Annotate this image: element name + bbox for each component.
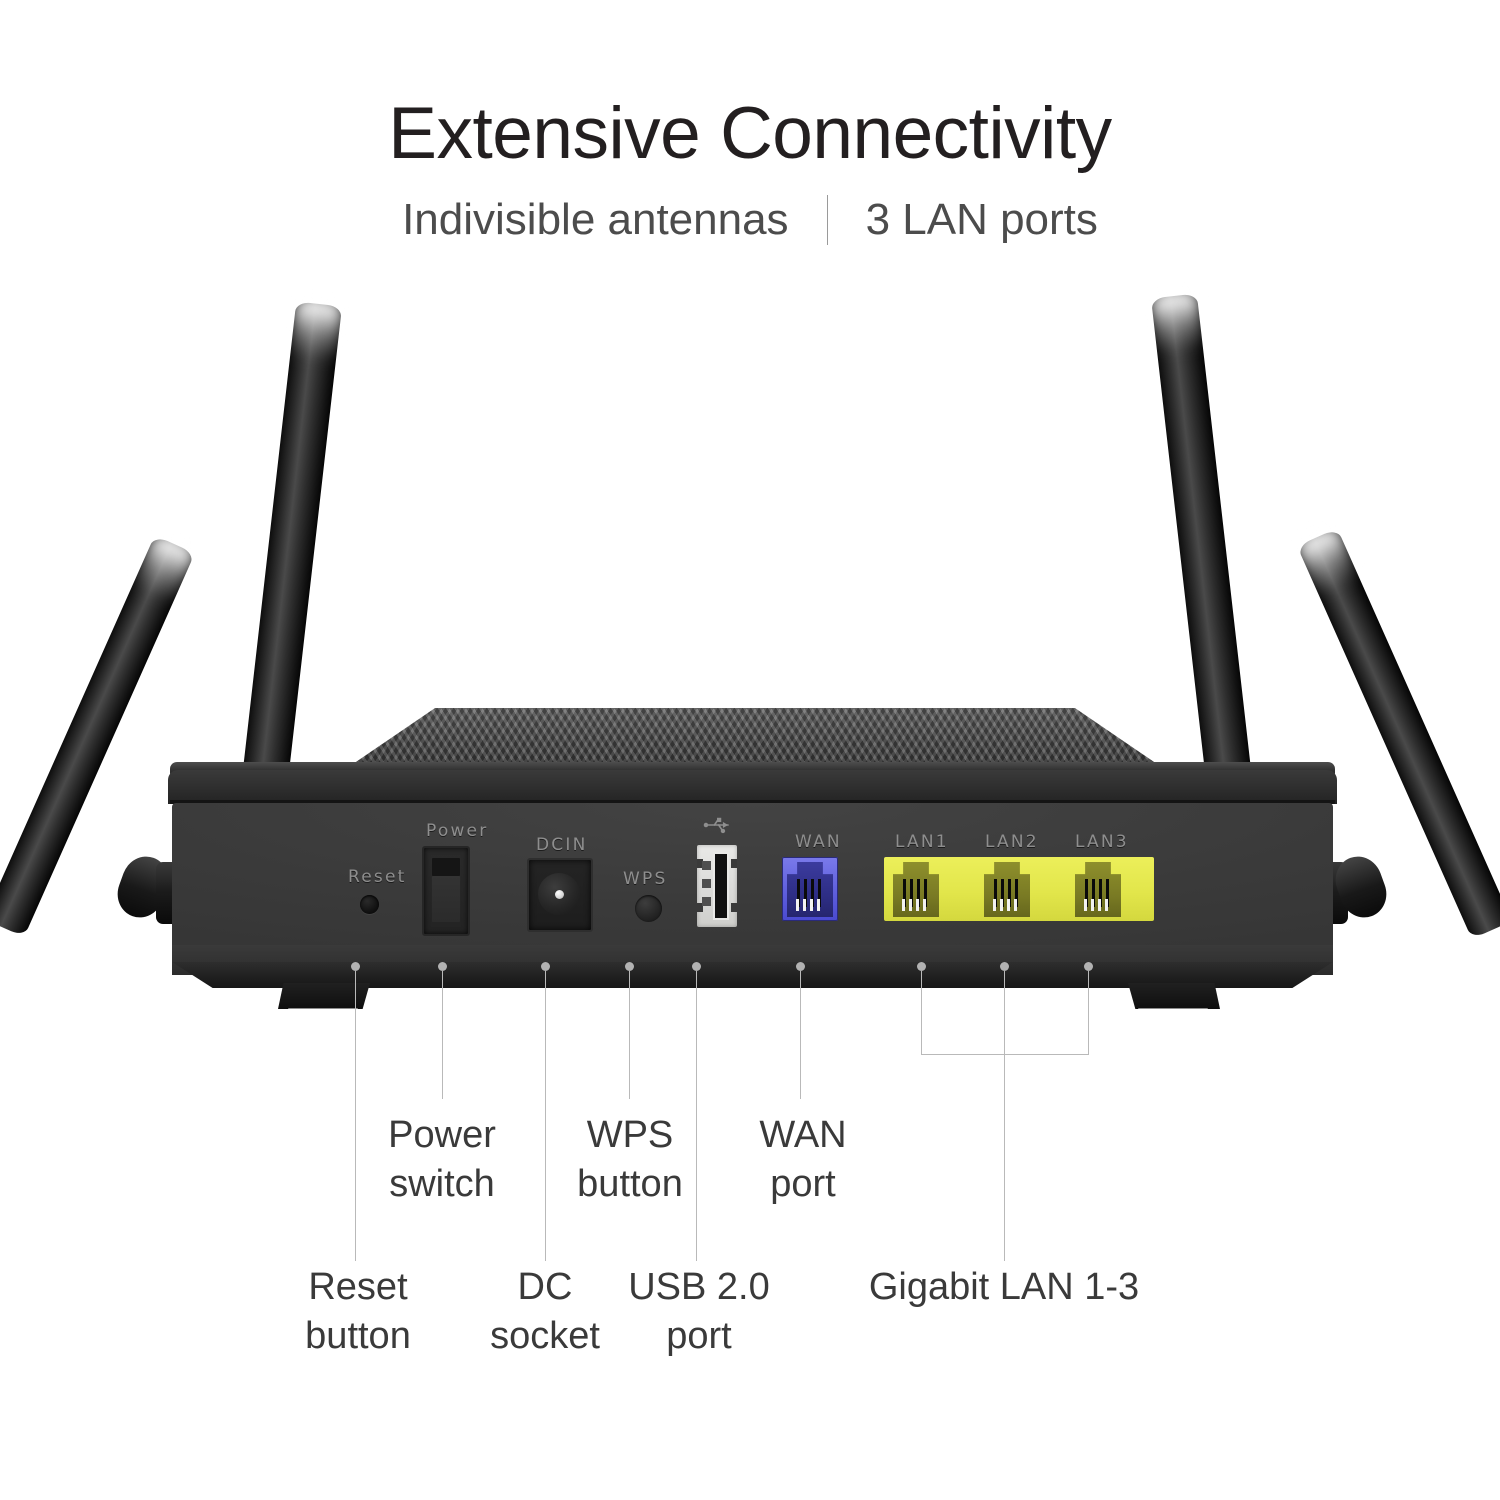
leader-dot-lan1 — [917, 962, 926, 971]
leader-dot-reset — [351, 962, 360, 971]
power-rocker-bottom — [432, 876, 460, 922]
usb-notch-top-right — [731, 859, 737, 868]
router-illustration: Reset Power DCIN WPS WAN LAN1 LAN2 LAN3 — [0, 0, 1500, 1040]
silk-lan2: LAN2 — [985, 832, 1039, 852]
router-rear-panel: Reset Power DCIN WPS WAN LAN1 LAN2 LAN3 — [172, 803, 1333, 963]
dc-socket[interactable] — [527, 858, 593, 932]
lan-bracket-bar — [921, 1054, 1089, 1055]
leader-dot-dc — [541, 962, 550, 971]
leader-line-usb — [696, 971, 697, 1261]
leader-line-lan3-drop — [1088, 971, 1089, 1054]
lan-port-3[interactable] — [1070, 857, 1126, 921]
lan-port-1-cavity — [893, 862, 939, 917]
usb-tab-2 — [702, 879, 711, 888]
router-seam — [170, 800, 1335, 804]
router-shoulder — [168, 770, 1337, 804]
callout-wan-port: WAN port — [759, 1114, 847, 1205]
dc-socket-pin — [555, 890, 564, 899]
wan-port-contacts — [796, 899, 824, 911]
wan-port-cavity — [787, 862, 833, 917]
usb-notch-bottom-right — [731, 903, 737, 912]
subtitle-divider — [826, 194, 828, 245]
lan-port-2-cavity — [984, 862, 1030, 917]
silk-reset: Reset — [348, 867, 407, 887]
leader-dot-lan2 — [1000, 962, 1009, 971]
lan-port-block — [884, 857, 1154, 921]
lan-port-3-cavity — [1075, 862, 1121, 917]
leader-line-power — [442, 971, 443, 1099]
silk-power: Power — [426, 821, 489, 841]
usb-icon — [703, 817, 729, 834]
leader-dot-lan3 — [1084, 962, 1093, 971]
subtitle-lan-ports: 3 LAN ports — [865, 194, 1098, 244]
subtitle-row: Indivisible antennas 3 LAN ports — [0, 194, 1500, 245]
page-title: Extensive Connectivity — [388, 93, 1112, 174]
callout-reset-button: Reset button — [305, 1266, 411, 1357]
leader-dot-wps — [625, 962, 634, 971]
leader-line-lan-stem — [1004, 1054, 1005, 1261]
reset-button[interactable] — [360, 895, 379, 914]
router-top-mesh-panel — [350, 708, 1160, 766]
usb-2-port[interactable] — [697, 845, 737, 927]
silk-wan: WAN — [795, 832, 842, 852]
usb-slot — [713, 852, 729, 920]
power-switch[interactable] — [422, 846, 470, 936]
usb-notch-top-left — [697, 859, 703, 868]
router-foot-left — [278, 983, 370, 1009]
lan-port-1-contacts — [902, 899, 930, 911]
lan-port-2-contacts — [993, 899, 1021, 911]
silk-lan1: LAN1 — [895, 832, 949, 852]
subtitle-antennas: Indivisible antennas — [402, 194, 789, 244]
leader-dot-wan — [796, 962, 805, 971]
silk-wps: WPS — [623, 869, 668, 889]
callout-usb-port: USB 2.0 port — [628, 1266, 770, 1357]
leader-line-wps — [629, 971, 630, 1099]
router-body: Reset Power DCIN WPS WAN LAN1 LAN2 LAN3 — [160, 700, 1345, 1009]
lan-port-1[interactable] — [888, 857, 944, 921]
silk-dcin: DCIN — [536, 835, 588, 855]
router-foot-right — [1128, 983, 1220, 1009]
leader-line-reset — [355, 971, 356, 1261]
wan-port[interactable] — [782, 857, 838, 921]
router-foot-pad-right — [1138, 1008, 1208, 1009]
wps-button[interactable] — [635, 895, 662, 922]
callout-dc-socket: DC socket — [490, 1266, 600, 1357]
dc-socket-ring — [538, 873, 580, 915]
usb-tab-1 — [702, 861, 711, 870]
leader-line-dc — [545, 971, 546, 1261]
leader-dot-power — [438, 962, 447, 971]
leader-line-wan — [800, 971, 801, 1099]
leader-line-lan1-drop — [921, 971, 922, 1054]
callout-power-switch: Power switch — [388, 1114, 496, 1205]
heading-block: Extensive Connectivity Indivisible anten… — [0, 0, 1500, 245]
usb-notch-bottom-left — [697, 903, 703, 912]
power-rocker-top — [432, 858, 460, 876]
lan-port-2[interactable] — [979, 857, 1035, 921]
callout-gigabit-lan: Gigabit LAN 1-3 — [868, 1266, 1140, 1308]
silk-lan3: LAN3 — [1075, 832, 1129, 852]
router-foot-pad-left — [288, 1008, 358, 1009]
lan-port-3-contacts — [1084, 899, 1112, 911]
usb-tab-3 — [702, 897, 711, 906]
leader-dot-usb — [692, 962, 701, 971]
callout-wps-button: WPS button — [577, 1114, 683, 1205]
leader-line-lan2-drop — [1004, 971, 1005, 1054]
